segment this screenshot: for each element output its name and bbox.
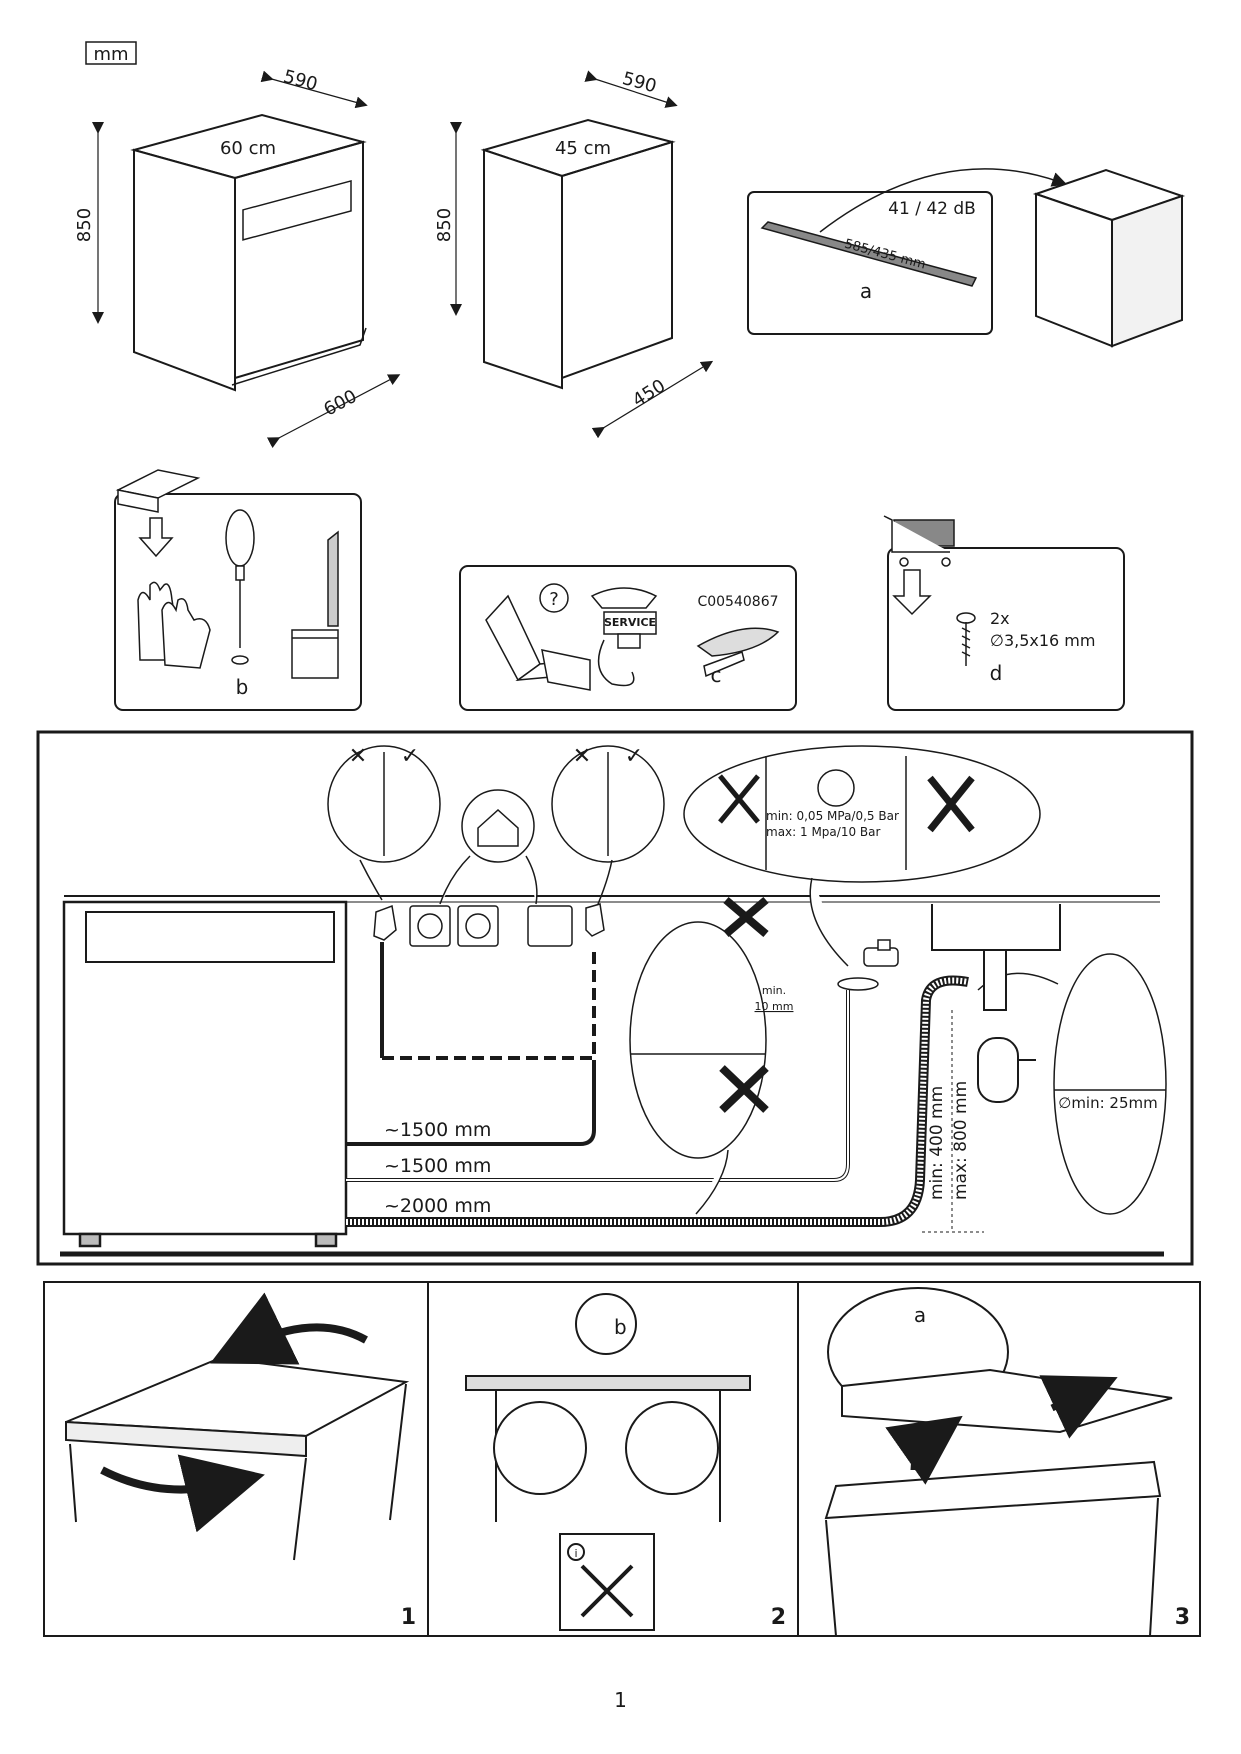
steps-row xyxy=(43,1281,1201,1637)
plug-uk xyxy=(585,903,605,937)
built-in-dishwasher-icon xyxy=(1032,168,1186,348)
cross-mark-plug-2: ✕ xyxy=(573,744,591,769)
sink-siphon xyxy=(931,904,1061,1103)
step-2-tool-id: b xyxy=(614,1315,627,1339)
dw45-width-label: 45 cm xyxy=(555,138,611,159)
step-3-number: 3 xyxy=(1175,1605,1190,1630)
step-3-illustration xyxy=(824,1287,1173,1637)
tools-panel xyxy=(114,469,362,711)
check-mark-plug-1: ✓ xyxy=(401,744,419,769)
page-number: 1 xyxy=(614,1688,627,1712)
plug-callout-left xyxy=(327,745,441,901)
step-2-illustration xyxy=(465,1293,751,1631)
hose-gap-value-label: 10 mm xyxy=(755,1000,794,1013)
installation-panel xyxy=(36,730,1194,1266)
cross-marks xyxy=(718,774,975,1113)
drain-length-label: ~2000 mm xyxy=(384,1195,491,1217)
cable-length-label: ~1500 mm xyxy=(384,1119,491,1141)
dw60-height-label: 850 xyxy=(74,208,95,242)
hose-gap-min-label: min. xyxy=(762,984,786,997)
gloves-icon xyxy=(137,581,211,669)
dw60-depth-label: 590 xyxy=(281,66,320,95)
noise-panel xyxy=(747,168,1186,348)
part-c-id: c xyxy=(711,663,722,687)
dishwasher-60-diagram xyxy=(92,70,401,449)
screwdriver-icon xyxy=(225,509,255,665)
screws-panel xyxy=(883,515,1125,711)
drain-max-height-label: max: 800 mm xyxy=(951,1081,971,1200)
step-2-number: 2 xyxy=(771,1605,786,1630)
manual-icon xyxy=(485,594,591,691)
inlet-length-label: ~1500 mm xyxy=(384,1155,491,1177)
question-icon xyxy=(539,583,569,613)
power-cable xyxy=(346,942,596,1146)
service-panel xyxy=(459,565,797,711)
dw60-width-label: 60 cm xyxy=(220,138,276,159)
screwdriver-id-label: b xyxy=(236,675,249,699)
dw60-front-depth-label: 600 xyxy=(320,386,360,421)
cart-icon xyxy=(883,515,955,616)
drain-min-height-label: min: 400 mm xyxy=(927,1086,947,1200)
part-c-icon xyxy=(696,627,780,678)
pressure-min-label: min: 0,05 MPa/0,5 Bar xyxy=(766,809,899,823)
step-3-part-id: a xyxy=(914,1303,926,1327)
sockets-group xyxy=(373,903,605,947)
strip-id-label: a xyxy=(860,279,872,303)
cross-mark-plug-1: ✕ xyxy=(349,744,367,769)
uk-socket xyxy=(527,905,573,947)
water-tap xyxy=(837,939,899,991)
pressure-gauge-icon xyxy=(817,769,855,807)
question-mark: ? xyxy=(549,589,559,610)
screws-size: ∅3,5x16 mm xyxy=(990,631,1095,650)
check-mark-plug-2: ✓ xyxy=(625,744,643,769)
step-2-info-icon: i xyxy=(574,1547,577,1560)
unit-box: mm xyxy=(85,41,137,65)
service-label: SERVICE xyxy=(604,616,656,629)
dishwasher-45-diagram xyxy=(450,70,714,439)
level-tool-icon xyxy=(291,530,339,679)
step-1-illustration xyxy=(65,1292,410,1561)
screws-id: d xyxy=(990,661,1003,685)
unit-label: mm xyxy=(93,44,128,65)
service-phone-icon xyxy=(590,587,658,687)
screw-icon xyxy=(956,612,976,666)
siphon-callout xyxy=(977,953,1167,1215)
part-code-label: C00540867 xyxy=(697,594,778,610)
ground-callout xyxy=(439,789,538,905)
installed-dishwasher xyxy=(62,900,348,1248)
plug-angled xyxy=(373,904,397,941)
accessory-box-icon xyxy=(115,469,201,558)
dw45-depth-label: 590 xyxy=(620,68,659,97)
siphon-diameter-label: ∅min: 25mm xyxy=(1058,1094,1158,1112)
pressure-callout xyxy=(683,745,1041,967)
pressure-max-label: max: 1 Mpa/10 Bar xyxy=(766,825,880,839)
dw45-front-depth-label: 450 xyxy=(629,375,669,411)
plug-callout-right xyxy=(551,745,665,905)
no-waste-icon xyxy=(559,1533,655,1631)
noise-db-label: 41 / 42 dB xyxy=(888,199,976,219)
screws-qty: 2x xyxy=(990,609,1010,628)
dw45-height-label: 850 xyxy=(434,208,455,242)
step-1-number: 1 xyxy=(401,1605,416,1630)
